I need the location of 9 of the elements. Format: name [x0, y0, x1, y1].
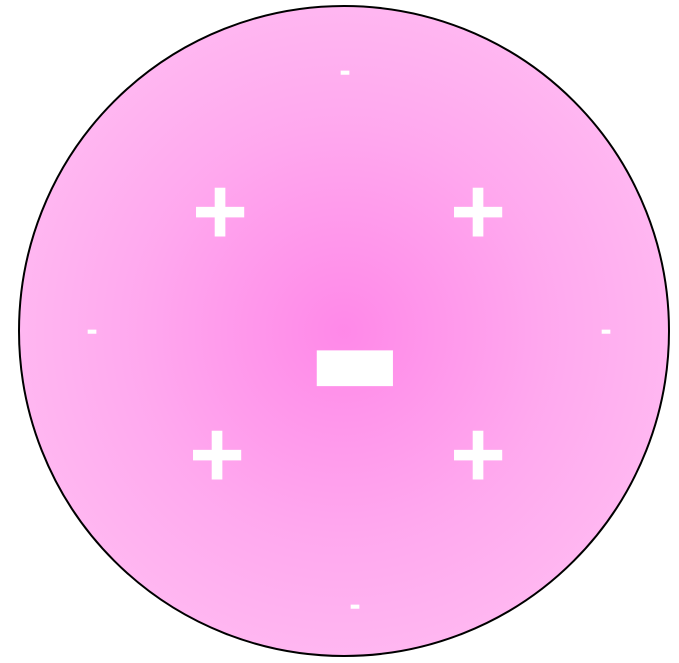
charge-sign: +	[450, 419, 506, 491]
charge-sign: -	[86, 316, 98, 344]
charge-sign: +	[188, 419, 246, 491]
charge-sign: -	[349, 591, 361, 619]
charge-sign: -	[305, 282, 405, 402]
charge-sign: +	[192, 176, 248, 248]
charge-sign: +	[450, 176, 506, 248]
charge-sign: -	[339, 57, 351, 85]
charge-sign: -	[600, 316, 612, 344]
